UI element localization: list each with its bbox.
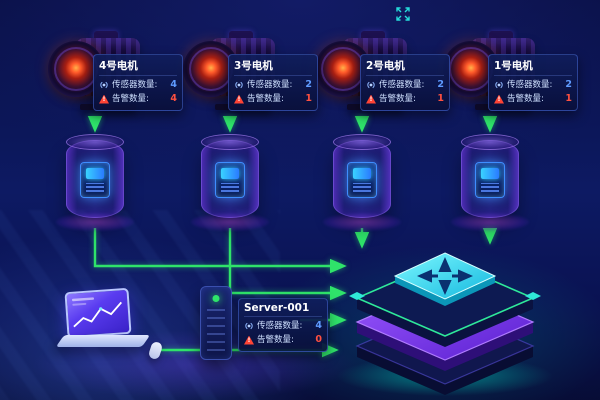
sensor-pod-3[interactable] xyxy=(191,134,269,231)
sensor-count: 2 xyxy=(437,79,444,90)
alarm-label: 告警数量: xyxy=(257,335,294,345)
mouse xyxy=(147,340,164,361)
pod-cylinder-top xyxy=(201,134,259,150)
data-platform[interactable] xyxy=(330,236,560,400)
pod-device xyxy=(347,162,377,198)
motor-name: 2号电机 xyxy=(366,58,444,76)
sensor-row: 传感器数量: 2 xyxy=(494,78,572,92)
sensor-signal-icon xyxy=(235,81,243,89)
alarm-count: 0 xyxy=(315,334,322,345)
alarm-label: 告警数量: xyxy=(379,94,416,104)
sensor-signal-icon xyxy=(100,81,108,89)
server-name: Server-001 xyxy=(244,302,322,317)
motor-1-card[interactable]: 1号电机 传感器数量: 2 告警数量: 1 xyxy=(488,54,578,111)
laptop-screen xyxy=(64,287,132,339)
sensor-label: 传感器数量: xyxy=(507,80,553,90)
monitoring-workstation[interactable] xyxy=(55,287,168,370)
screen-chart-icon xyxy=(72,297,122,328)
alarm-warning-icon xyxy=(244,335,254,345)
server-tower[interactable] xyxy=(200,286,232,360)
motor-4-card[interactable]: 4号电机 传感器数量: 4 告警数量: 4 xyxy=(93,54,183,111)
sensor-signal-icon xyxy=(367,81,375,89)
sensor-count: 2 xyxy=(305,79,312,90)
sensor-signal-icon xyxy=(495,81,503,89)
sensor-pod-1[interactable] xyxy=(451,134,529,231)
sensor-label: 传感器数量: xyxy=(257,321,303,331)
sensor-count: 4 xyxy=(170,79,177,90)
alarm-count: 1 xyxy=(305,93,312,104)
sensor-row: 传感器数量: 4 xyxy=(99,78,177,92)
sensor-label: 传感器数量: xyxy=(112,80,158,90)
alarm-warning-icon xyxy=(234,94,244,104)
motor-3-card[interactable]: 3号电机 传感器数量: 2 告警数量: 1 xyxy=(228,54,318,111)
pod-device xyxy=(80,162,110,198)
alarm-label: 告警数量: xyxy=(507,94,544,104)
arrow-pod3-to-platform xyxy=(228,228,347,301)
arrow-pod4-to-platform xyxy=(93,228,347,274)
sensor-label: 传感器数量: xyxy=(379,80,425,90)
sensor-signal-icon xyxy=(245,322,253,330)
server-card[interactable]: Server-001 传感器数量: 4 告警数量: 0 xyxy=(238,298,328,352)
pod-device xyxy=(215,162,245,198)
alarm-row: 告警数量: 4 xyxy=(99,92,177,106)
motor-name: 3号电机 xyxy=(234,58,312,76)
sensor-row: 传感器数量: 2 xyxy=(234,78,312,92)
expand-arrows-icon xyxy=(396,7,410,21)
alarm-warning-icon xyxy=(494,94,504,104)
alarm-row: 告警数量: 0 xyxy=(244,333,322,347)
sensor-row: 传感器数量: 4 xyxy=(244,319,322,333)
alarm-count: 1 xyxy=(437,93,444,104)
alarm-warning-icon xyxy=(366,94,376,104)
sensor-label: 传感器数量: xyxy=(247,80,293,90)
motor-2-card[interactable]: 2号电机 传感器数量: 2 告警数量: 1 xyxy=(360,54,450,111)
sensor-count: 2 xyxy=(565,79,572,90)
alarm-count: 1 xyxy=(565,93,572,104)
laptop-keyboard xyxy=(55,335,151,347)
sensor-count: 4 xyxy=(315,320,322,331)
alarm-row: 告警数量: 1 xyxy=(234,92,312,106)
pod-cylinder-top xyxy=(461,134,519,150)
motor-name: 1号电机 xyxy=(494,58,572,76)
pod-cylinder-top xyxy=(333,134,391,150)
alarm-count: 4 xyxy=(170,93,177,104)
alarm-row: 告警数量: 1 xyxy=(366,92,444,106)
pod-device xyxy=(475,162,505,198)
sensor-pod-2[interactable] xyxy=(323,134,401,231)
motor-name: 4号电机 xyxy=(99,58,177,76)
pod-cylinder-top xyxy=(66,134,124,150)
sensor-pod-4[interactable] xyxy=(56,134,134,231)
alarm-label: 告警数量: xyxy=(112,94,149,104)
sensor-row: 传感器数量: 2 xyxy=(366,78,444,92)
alarm-label: 告警数量: xyxy=(247,94,284,104)
alarm-warning-icon xyxy=(99,94,109,104)
alarm-row: 告警数量: 1 xyxy=(494,92,572,106)
